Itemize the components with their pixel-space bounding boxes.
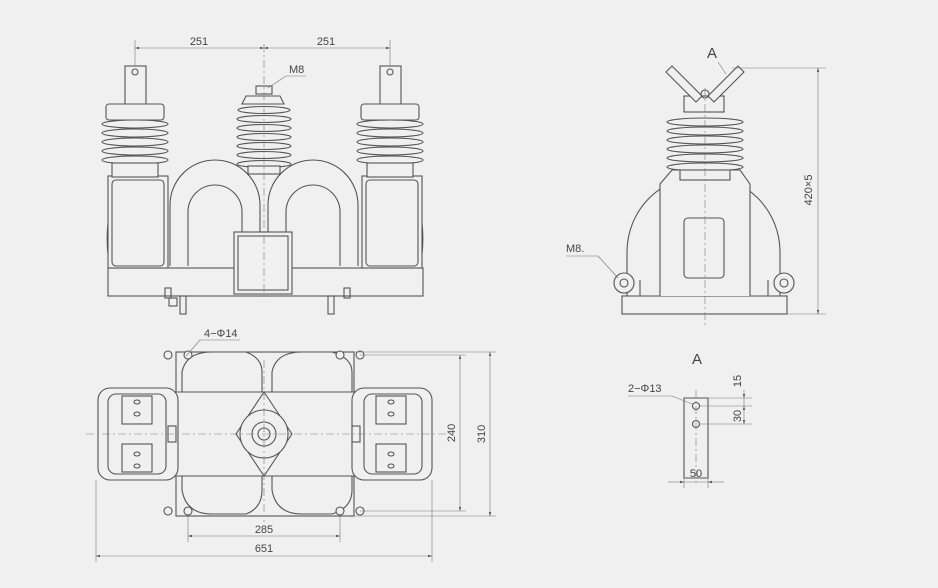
side-bolt-label: M8. [566,243,584,255]
front-view: 251 251 M8 [101,36,424,315]
detail-view-title: A [692,351,702,368]
detail-dim-30: 30 [732,410,744,422]
front-dim-left: 251 [190,36,208,48]
top-dim-285: 285 [255,524,273,536]
top-view: 4−Φ14 240 310 285 651 [86,328,496,562]
side-height-dim: 420×5 [803,175,815,206]
top-dim-240: 240 [446,424,458,442]
top-dim-651: 651 [255,543,273,555]
top-holes-label: 4−Φ14 [204,328,238,340]
detail-view-a: A 2−Φ13 15 30 50 [628,351,752,488]
front-dim-right: 251 [317,36,335,48]
detail-dim-15: 15 [732,375,744,387]
detail-holes-label: 2−Φ13 [628,383,662,395]
front-bolt-label: M8 [289,64,304,76]
top-dim-310: 310 [476,425,488,443]
side-view: A 420×5 M8. [566,45,826,326]
side-view-marker: A [707,45,717,62]
detail-dim-50: 50 [690,468,702,480]
